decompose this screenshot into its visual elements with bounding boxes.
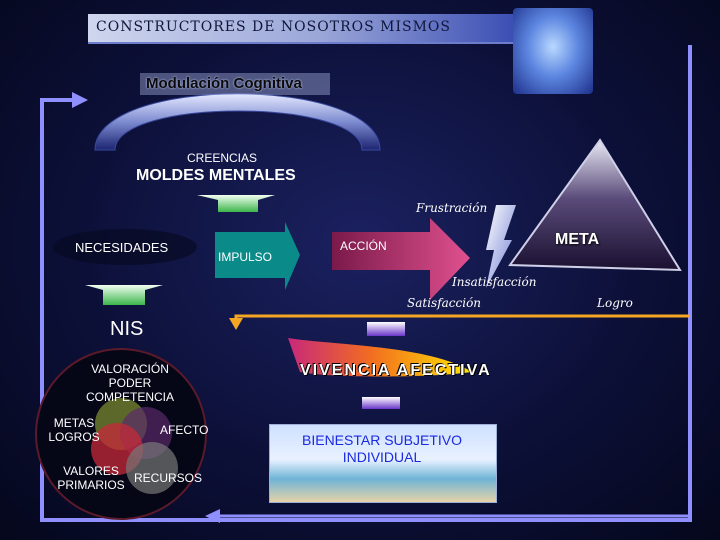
satisfaccion-label: Satisfacción	[407, 296, 482, 310]
metas-logros-label: METAS LOGROS	[48, 416, 100, 444]
creencias-label: CREENCIAS	[187, 151, 258, 165]
frustration-bolt	[486, 205, 516, 288]
necesidades-oval	[53, 229, 197, 265]
accion-label: ACCIÓN	[340, 239, 387, 253]
bienestar-box	[269, 424, 497, 503]
accion-arrow	[332, 218, 470, 300]
meta-label: META	[555, 231, 600, 248]
bottom-loop-arrowhead	[205, 509, 220, 523]
feedback-loop-arrow	[40, 45, 692, 522]
meta-pyramid	[508, 138, 682, 272]
impulso-arrow	[215, 222, 300, 290]
modulacion-label-bg	[140, 73, 330, 95]
satisfaction-arrowhead	[229, 318, 243, 330]
bienestar-label: BIENESTAR SUBJETIVO INDIVIDUAL	[302, 432, 462, 465]
necesidades-label: NECESIDADES	[75, 240, 169, 255]
page-title: CONSTRUCTORES DE NOSOTROS MISMOS	[96, 19, 451, 35]
valoracion-label: VALORACIÓN PODER COMPETENCIA	[85, 362, 174, 404]
insatisfaccion-label: Insatisfacción	[452, 275, 537, 289]
title-bar	[88, 14, 513, 44]
afecto-label: AFECTO	[160, 423, 209, 437]
vivencia-top-connector	[367, 322, 405, 336]
valores-primarios-label: VALORES PRIMARIOS	[57, 464, 125, 492]
feedback-loop-arrowhead	[72, 92, 88, 108]
vivencia-label: VIVENCIA AFECTIVA	[300, 362, 492, 379]
necesidades-up-arrow	[85, 285, 163, 305]
frustracion-label: Frustración	[416, 201, 488, 215]
modulacion-label: Modulación Cognitiva	[146, 75, 302, 92]
logro-label: Logro	[597, 296, 633, 310]
impulso-label: IMPULSO	[218, 250, 273, 264]
vivencia-funnel	[288, 338, 472, 377]
modulacion-arc	[94, 93, 381, 151]
recursos-label: RECURSOS	[134, 471, 203, 485]
moldes-up-arrow	[197, 195, 275, 212]
vivencia-bottom-connector	[362, 397, 400, 409]
venn-recursos	[126, 442, 178, 494]
satisfaction-arrow	[234, 314, 690, 323]
face-image	[513, 8, 593, 94]
nis-label: NIS	[110, 318, 144, 340]
moldes-label: MOLDES MENTALES	[136, 167, 296, 184]
